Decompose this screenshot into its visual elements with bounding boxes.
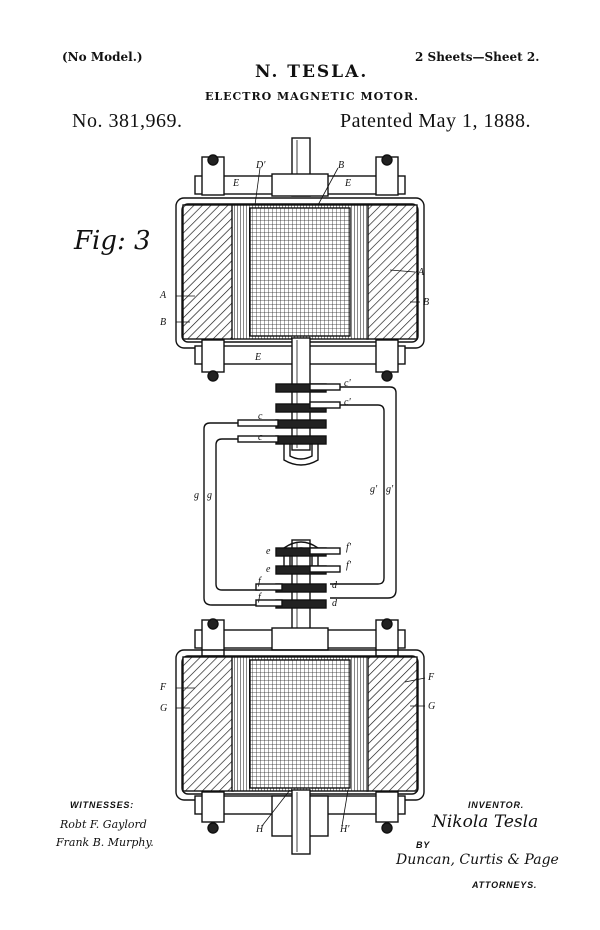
top-commutator bbox=[237, 383, 341, 466]
witnesses-label: WITNESSES: bbox=[70, 800, 135, 810]
label-e1: e bbox=[266, 546, 271, 557]
label-b-top: B bbox=[338, 160, 344, 171]
label-e2: e bbox=[266, 564, 271, 575]
label-g-right: G bbox=[428, 701, 435, 712]
inventor-label: INVENTOR. bbox=[468, 800, 525, 810]
label-f-right: F bbox=[427, 672, 435, 683]
label-a-right: A bbox=[417, 267, 425, 278]
bottom-commutator bbox=[255, 539, 341, 641]
label-g1: g bbox=[194, 490, 199, 501]
label-g3-prime: g' bbox=[370, 484, 378, 495]
label-a-left: A bbox=[159, 290, 167, 301]
top-motor-unit bbox=[175, 137, 425, 451]
label-g4-prime: g' bbox=[386, 484, 394, 495]
label-f2-prime: f' bbox=[346, 560, 352, 571]
label-c1: c bbox=[258, 411, 263, 422]
patent-number: No. 381,969. bbox=[72, 110, 183, 132]
inventor-name-title: N. TESLA. bbox=[255, 62, 369, 82]
label-c2-prime: c' bbox=[344, 397, 351, 408]
label-b-left: B bbox=[160, 317, 166, 328]
connecting-wires bbox=[203, 386, 397, 606]
label-e-top-right: E bbox=[344, 178, 351, 189]
label-g2: g bbox=[207, 490, 212, 501]
label-b-right: B bbox=[423, 297, 429, 308]
label-h: H bbox=[255, 824, 264, 835]
label-c2: c bbox=[258, 432, 263, 443]
label-h-prime: H' bbox=[339, 824, 350, 835]
label-f-left: F bbox=[159, 682, 167, 693]
label-f1: f bbox=[258, 576, 262, 587]
invention-title: ELECTRO MAGNETIC MOTOR. bbox=[205, 90, 419, 103]
label-e-top-left: E bbox=[232, 178, 239, 189]
attorneys-label: ATTORNEYS. bbox=[472, 880, 538, 890]
attorneys-signature: Duncan, Curtis & Page bbox=[396, 852, 559, 868]
sheet-number: 2 Sheets—Sheet 2. bbox=[415, 50, 540, 64]
witness-signature-1: Robt F. Gaylord bbox=[60, 818, 147, 831]
label-f1-prime: f' bbox=[346, 542, 352, 553]
label-g-left: G bbox=[160, 703, 167, 714]
label-c1-prime: c' bbox=[344, 378, 351, 389]
leader-lines bbox=[176, 167, 426, 827]
model-note: (No Model.) bbox=[62, 50, 143, 64]
label-d2: d bbox=[332, 598, 338, 609]
label-d-prime: D' bbox=[255, 160, 266, 171]
label-e-bottom: E bbox=[254, 352, 261, 363]
by-label: BY bbox=[416, 840, 431, 850]
figure-label: Fig: 3 bbox=[74, 226, 151, 256]
label-d1: d bbox=[332, 580, 338, 591]
witness-signature-2: Frank B. Murphy. bbox=[56, 836, 154, 849]
inventor-signature: Nikola Tesla bbox=[432, 812, 539, 832]
bottom-motor-unit bbox=[175, 618, 425, 855]
label-f2: f bbox=[258, 592, 262, 603]
patent-date: Patented May 1, 1888. bbox=[340, 110, 532, 132]
